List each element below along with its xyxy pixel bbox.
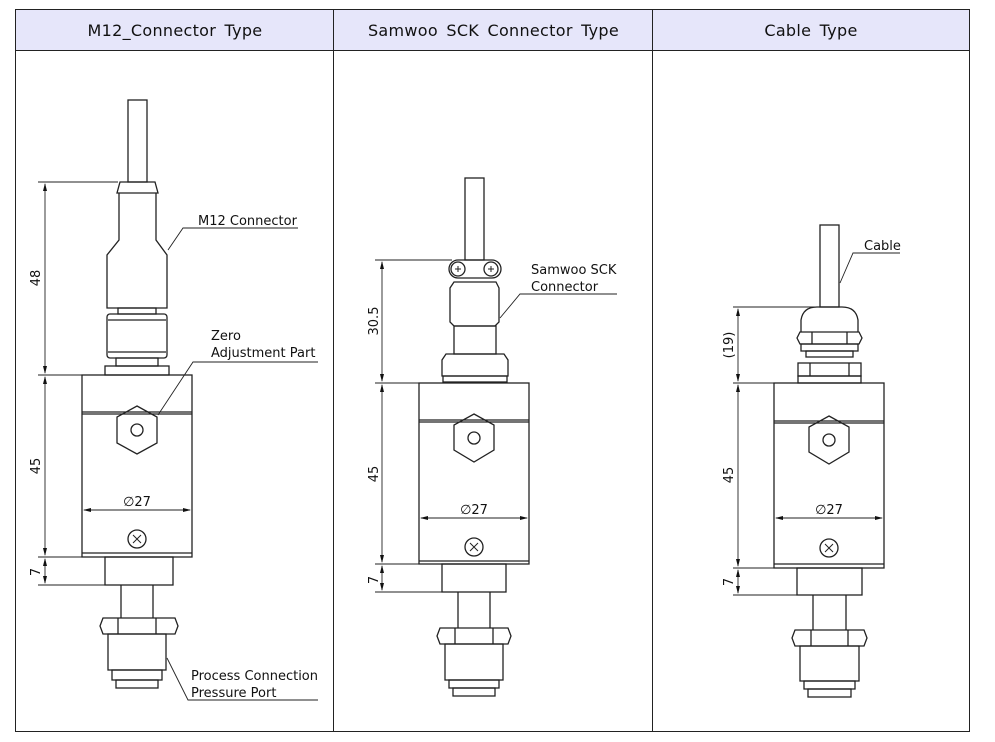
label-sck-line1: Samwoo SCK bbox=[531, 263, 617, 278]
label-port-line2: Pressure Port bbox=[191, 686, 276, 701]
header-samwoo-sck-connector-type: Samwoo SCK Connector Type bbox=[334, 10, 653, 51]
sensor-body bbox=[81, 374, 193, 558]
dim-connector-height: 48 bbox=[29, 270, 44, 287]
dim-gland-height: (19) bbox=[722, 332, 737, 359]
label-port-line1: Process Connection bbox=[191, 669, 318, 684]
sensor-body bbox=[418, 382, 530, 565]
screw-icon bbox=[127, 529, 147, 549]
labels-samwoo: 30.5 45 7 ∅27 Samwoo SCK Connector bbox=[367, 263, 617, 584]
process-connection bbox=[436, 563, 512, 697]
sensor-body bbox=[773, 382, 885, 569]
dim-diameter: ∅27 bbox=[815, 503, 843, 518]
dim-body-height: 45 bbox=[722, 467, 737, 484]
label-m12-connector: M12 Connector bbox=[198, 214, 298, 229]
header-cable-type: Cable Type bbox=[653, 10, 969, 51]
drawing-m12-connector-type bbox=[38, 99, 318, 701]
sck-connector bbox=[441, 259, 509, 383]
column-divider bbox=[333, 10, 334, 731]
column-divider bbox=[652, 10, 653, 731]
dimension-table: M12_Connector Type Samwoo SCK Connector … bbox=[15, 9, 970, 732]
cable bbox=[127, 99, 148, 183]
process-connection bbox=[791, 567, 868, 698]
dim-body-height: 45 bbox=[29, 458, 44, 475]
dim-body-height: 45 bbox=[367, 466, 382, 483]
dim-neck-height: 7 bbox=[29, 568, 44, 576]
screw-icon bbox=[819, 538, 839, 558]
dimension-lines bbox=[375, 259, 617, 593]
labels-cable: (19) 45 7 ∅27 Cable bbox=[722, 239, 901, 586]
dim-diameter: ∅27 bbox=[123, 495, 151, 510]
dim-connector-height: 30.5 bbox=[367, 307, 382, 336]
zero-adjustment-hex-icon bbox=[453, 413, 495, 463]
label-cable: Cable bbox=[864, 239, 901, 254]
zero-adjustment-hex-icon bbox=[808, 415, 850, 465]
screw-icon bbox=[450, 261, 466, 277]
header-m12-connector-type: M12_Connector Type bbox=[16, 10, 334, 51]
labels-m12: 48 45 7 ∅27 M12 Connector Zero Adjustmen… bbox=[29, 214, 318, 701]
dim-neck-height: 7 bbox=[722, 578, 737, 586]
dim-diameter: ∅27 bbox=[460, 503, 488, 518]
screw-icon bbox=[464, 537, 484, 557]
label-zero-line2: Adjustment Part bbox=[211, 346, 315, 361]
label-sck-line2: Connector bbox=[531, 280, 599, 295]
m12-connector bbox=[104, 181, 170, 376]
zero-adjustment-hex-icon bbox=[116, 405, 158, 455]
cable bbox=[464, 177, 485, 261]
cable bbox=[819, 224, 840, 308]
cable-gland bbox=[796, 306, 863, 384]
dimension-lines bbox=[733, 252, 900, 596]
dimension-lines bbox=[38, 181, 318, 701]
dim-neck-height: 7 bbox=[367, 576, 382, 584]
drawing-cable-type bbox=[733, 224, 900, 698]
label-zero-line1: Zero bbox=[211, 329, 241, 344]
drawing-samwoo-sck-connector-type bbox=[375, 177, 617, 697]
screw-icon bbox=[483, 261, 499, 277]
process-connection bbox=[99, 556, 179, 689]
